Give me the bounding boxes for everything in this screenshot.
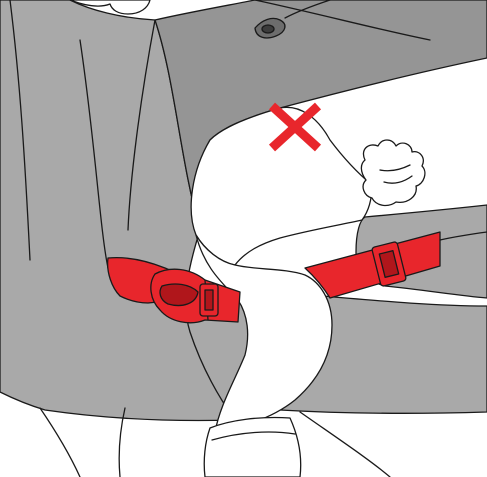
baby-foot	[204, 417, 300, 477]
